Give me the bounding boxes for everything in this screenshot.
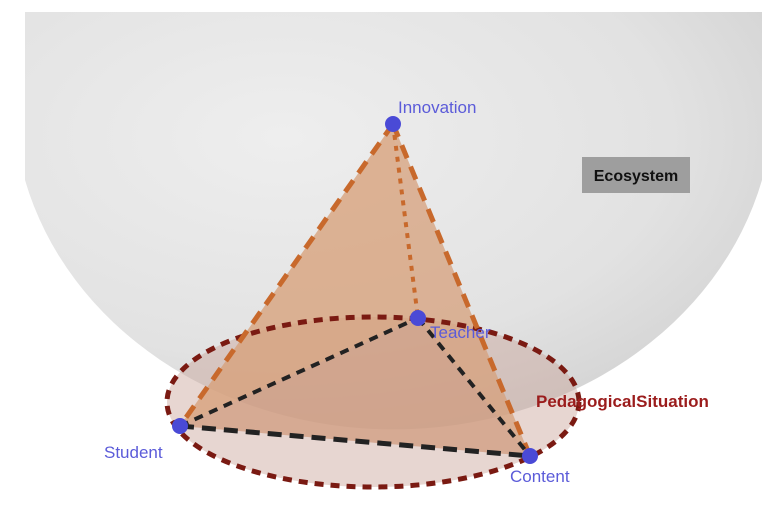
vertex-teacher[interactable] xyxy=(410,310,426,326)
vertex-label-teacher: Teacher xyxy=(430,323,491,342)
vertex-label-innovation: Innovation xyxy=(398,98,476,117)
vertex-label-content: Content xyxy=(510,467,570,486)
vertex-label-student: Student xyxy=(104,443,163,462)
edge-student-teacher xyxy=(179,316,419,428)
edge-innovation-student xyxy=(177,122,396,428)
ecosystem-box xyxy=(582,157,690,193)
pedagogical-situation-label: PedagogicalSituation xyxy=(536,392,709,411)
face-innovation-student-content xyxy=(180,124,530,456)
edge-student-content xyxy=(179,423,531,459)
edge-innovation-content xyxy=(390,123,533,457)
vertex-student[interactable] xyxy=(172,418,188,434)
ecosystem-label: Ecosystem xyxy=(594,168,679,185)
edge-teacher-content xyxy=(416,316,532,458)
vertex-innovation[interactable] xyxy=(385,116,401,132)
pedagogical-situation-outline xyxy=(164,314,582,490)
vertex-content[interactable] xyxy=(522,448,538,464)
